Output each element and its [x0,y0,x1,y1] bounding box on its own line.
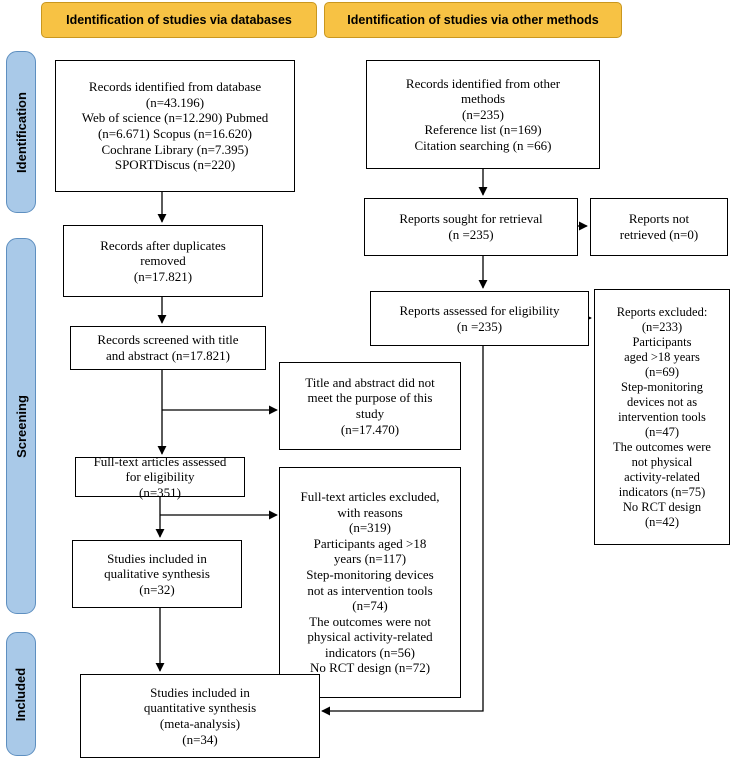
box-fulltext-assessed: Full-text articles assessed for eligibil… [75,453,245,500]
text-line: and abstract (n=17.821) [106,348,230,363]
text-line: Citation searching (n =66) [414,137,552,153]
text-line: Reports assessed for eligibility [399,302,560,318]
text-line: Step-monitoring [621,379,703,394]
box-reports-not-retrieved: Reports not retrieved (n=0) [590,198,728,256]
text-line: SPORTDiscus (n=220) [114,157,236,173]
text-line: with reasons [337,504,403,520]
text-line: (meta-analysis) [159,716,241,731]
text-line: The outcomes were [613,439,711,454]
text-line: removed [140,253,186,269]
box-records-after-duplicates: Records after duplicates removed (n=17.8… [63,225,263,297]
box-records-identified-other: Records identified from other methods (n… [366,60,600,169]
box-records-identified-database: Records identified from database (n=43.1… [55,60,295,192]
text-line: (n=235) [462,106,504,122]
text-line: (n=47) [644,424,680,439]
box-quantitative-synthesis: Studies included in quantitative synthes… [80,674,320,758]
phase-screening: Screening [6,238,36,614]
box-title-abstract-excluded: Title and abstract did not meet the purp… [279,362,461,450]
text-line: meet the purpose of this [307,390,433,406]
text-line: (n=351) [139,484,181,500]
text-line: for eligibility [125,469,195,485]
text-line: (n=43.196) [145,94,205,110]
text-line: not physical [631,454,693,469]
text-line: Studies included in [150,684,250,700]
text-line: Cochrane Library (n=7.395) [101,141,249,157]
text-line: No RCT design (n=72) [309,660,431,676]
text-line: intervention tools [618,409,706,424]
text-line: aged >18 years [624,349,700,364]
text-line: (n=32) [139,581,175,597]
text-line: Step-monitoring devices [306,566,434,582]
text-line: Reference list (n=169) [424,122,542,138]
text-line: The outcomes were not [309,613,431,629]
text-line: Records after duplicates [100,237,226,253]
text-line: Reports not [628,211,690,227]
header-other-methods: Identification of studies via other meth… [324,2,622,38]
text-line: years (n=117) [333,551,407,567]
text-line: study [355,406,385,421]
text-line: (n=69) [644,364,680,379]
text-line: (n =235) [448,227,494,242]
box-qualitative-synthesis: Studies included in qualitative synthesi… [72,540,242,608]
text-line: Participants aged >18 [313,535,427,551]
box-fulltext-excluded: Full-text articles excluded, with reason… [279,467,461,698]
text-line: Title and abstract did not [305,374,435,390]
text-line: (n=17.470) [340,421,400,437]
text-line: activity-related [624,469,700,484]
text-line: methods [460,91,506,107]
text-line: devices not as [626,394,698,409]
text-line: Records screened with title [97,332,239,348]
text-line: Full-text articles excluded, [300,488,440,504]
phase-included: Included [6,632,36,756]
text-line: No RCT design [622,499,702,514]
text-line: (n=74) [352,598,388,614]
box-reports-assessed: Reports assessed for eligibility (n =235… [370,291,589,346]
text-line: Reports sought for retrieval [399,211,543,227]
text-line: (n=34) [182,731,218,747]
box-reports-sought: Reports sought for retrieval (n =235) [364,198,578,256]
text-line: Records identified from other [405,75,561,91]
text-line: Records identified from database [88,79,262,95]
text-line: qualitative synthesis [104,566,210,582]
text-line: Participants [632,334,692,349]
text-line: indicators (n=56) [324,644,415,660]
text-line: not as intervention tools [307,582,433,598]
phase-identification: Identification [6,51,36,213]
text-line: Reports excluded: [616,304,708,319]
header-databases: Identification of studies via databases [41,2,317,38]
box-reports-excluded: Reports excluded: (n=233) Participants a… [594,289,730,545]
text-line: (n=233) [641,319,683,334]
text-line: indicators (n=75) [618,484,706,499]
box-records-screened: Records screened with title and abstract… [70,326,266,370]
text-line: (n=319) [349,520,391,536]
text-line: retrieved (n=0) [619,227,699,242]
text-line: Web of science (n=12.290) Pubmed [81,110,269,126]
text-line: (n=42) [644,514,680,529]
text-line: quantitative synthesis [143,700,257,716]
text-line: (n=6.671) Scopus (n=16.620) [97,126,253,141]
text-line: Full-text articles assessed [93,453,227,469]
text-line: (n =235) [456,318,503,334]
text-line: (n=17.821) [133,268,193,284]
text-line: Studies included in [107,550,207,566]
text-line: physical activity-related [307,629,433,645]
